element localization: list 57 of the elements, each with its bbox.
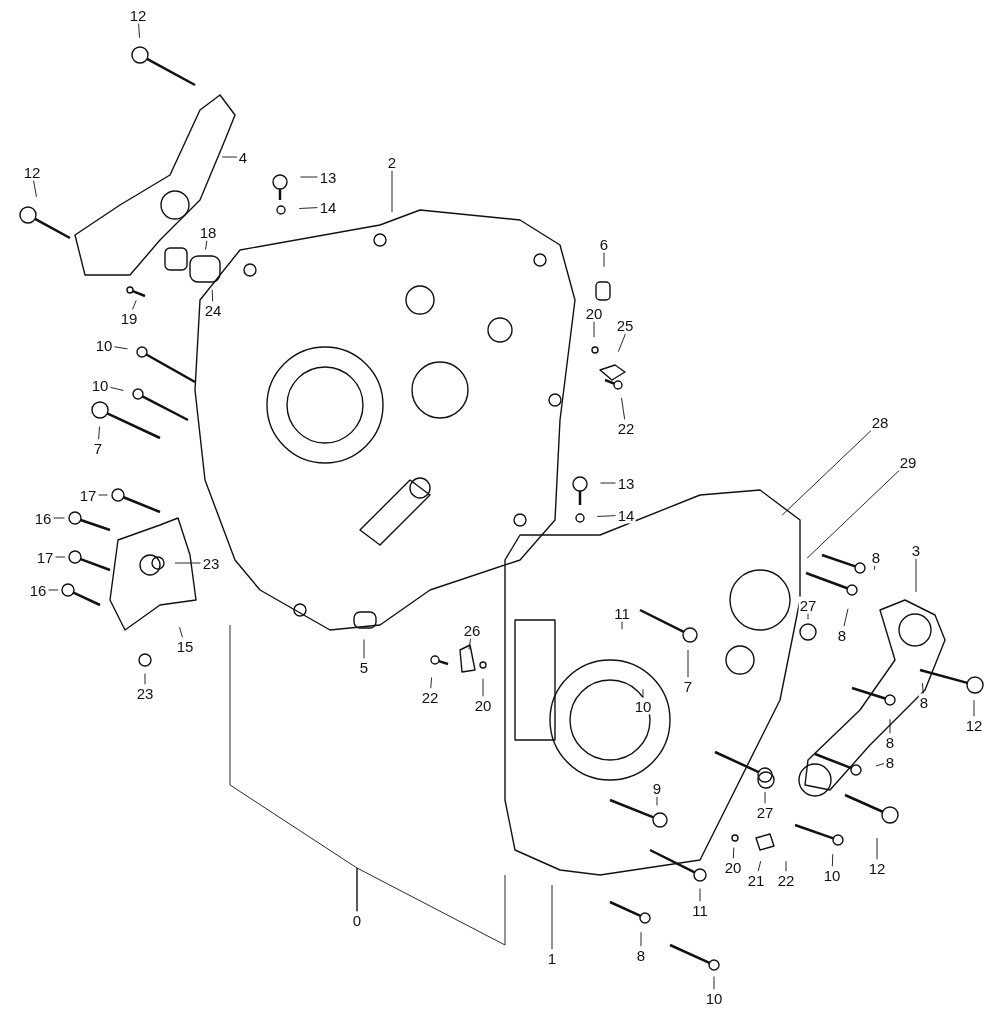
leader-line xyxy=(391,170,393,213)
leader-line xyxy=(732,847,735,859)
leader-line xyxy=(699,888,701,902)
leader-line xyxy=(33,180,37,198)
callout-number: 8 xyxy=(918,693,930,711)
leader-line xyxy=(298,207,318,209)
leader-line xyxy=(356,867,506,946)
leader-line xyxy=(468,638,472,650)
leader-line xyxy=(596,515,616,517)
leader-line xyxy=(48,589,59,591)
leader-line xyxy=(873,565,876,571)
leader-line xyxy=(617,333,626,353)
leader-line xyxy=(642,688,644,698)
callout-number: 10 xyxy=(633,697,653,715)
leader-line xyxy=(973,699,975,717)
leader-line xyxy=(430,677,433,689)
callout-number: 27 xyxy=(798,596,818,614)
leader-line xyxy=(98,426,100,440)
leader-line xyxy=(876,837,878,860)
leader-line xyxy=(621,621,623,630)
leader-line xyxy=(179,626,183,638)
leader-line xyxy=(687,649,689,678)
leader-line xyxy=(889,718,891,734)
leader-line xyxy=(781,430,872,516)
leader-line xyxy=(211,289,214,302)
leader-line xyxy=(640,931,642,947)
leader-line xyxy=(174,562,201,564)
leader-line xyxy=(806,470,900,559)
leader-line xyxy=(843,608,849,627)
leader-line xyxy=(593,321,595,338)
leader-line xyxy=(300,176,318,178)
leader-line xyxy=(713,976,715,990)
leader-line xyxy=(144,673,146,685)
leader-line xyxy=(831,853,834,867)
leader-line xyxy=(600,482,616,484)
leader-line xyxy=(757,860,762,872)
leader-line xyxy=(221,156,238,158)
leader-line xyxy=(807,613,809,620)
leader-line xyxy=(363,639,365,659)
leader-line xyxy=(621,397,626,420)
leader-line xyxy=(915,558,917,593)
leader-line xyxy=(482,678,484,697)
leader-line xyxy=(875,763,885,767)
leader-line xyxy=(53,517,65,519)
leader-line xyxy=(764,791,766,804)
leader-line xyxy=(132,300,137,310)
leader-line xyxy=(656,796,658,806)
leader-line xyxy=(551,884,553,950)
leader-line xyxy=(110,386,124,391)
leader-line xyxy=(603,252,605,268)
leader-line xyxy=(785,860,787,872)
leader-line xyxy=(98,494,108,496)
leader-line xyxy=(138,23,140,39)
leader-line xyxy=(55,556,66,558)
leader-line xyxy=(114,346,128,350)
leader-line xyxy=(205,240,208,250)
leader-line xyxy=(921,682,924,694)
